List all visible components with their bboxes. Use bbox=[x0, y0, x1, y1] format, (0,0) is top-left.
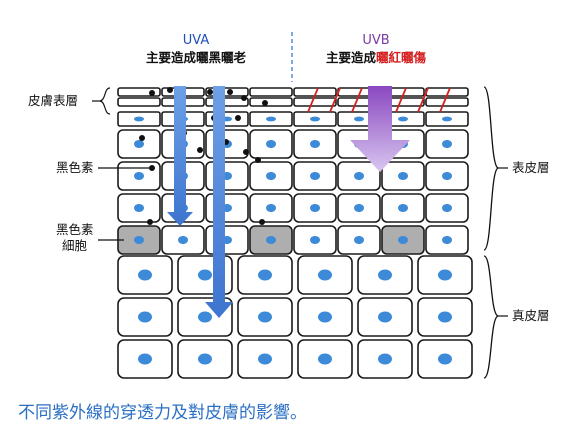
burn-mark bbox=[329, 87, 341, 113]
epidermis-nucleus bbox=[442, 172, 452, 180]
stratum-corneum-layer bbox=[117, 87, 469, 127]
epidermis-nucleus bbox=[310, 140, 320, 148]
epidermis-nucleus bbox=[310, 236, 320, 244]
melanin-granule bbox=[227, 89, 233, 95]
melanin-granule bbox=[197, 147, 203, 153]
epidermis-brace bbox=[483, 86, 500, 251]
epidermis-nucleus bbox=[134, 172, 144, 180]
epidermis-nucleus bbox=[398, 172, 408, 180]
epidermis-nucleus bbox=[398, 204, 408, 212]
figure-caption: 不同紫外線的穿透力及對皮膚的影響。 bbox=[18, 403, 307, 423]
dermis-nucleus bbox=[138, 311, 152, 323]
dermis-nucleus bbox=[258, 311, 272, 323]
melanin-granule bbox=[167, 87, 173, 93]
melanin-granule bbox=[147, 219, 153, 225]
dermis-nucleus bbox=[318, 311, 332, 323]
epidermis-nucleus bbox=[266, 236, 276, 244]
corneum-nucleus bbox=[398, 116, 408, 122]
corneum-cell bbox=[425, 97, 469, 107]
melanin-granule bbox=[259, 219, 265, 225]
uvb-title: UVB bbox=[362, 33, 389, 48]
dermis-nucleus bbox=[198, 353, 212, 365]
dermis-nucleus bbox=[378, 269, 392, 281]
dermis-nucleus bbox=[378, 353, 392, 365]
epidermis-nucleus bbox=[310, 172, 320, 180]
melanin-granule bbox=[139, 135, 145, 141]
epidermis-nucleus bbox=[310, 204, 320, 212]
dermis-nucleus bbox=[378, 311, 392, 323]
epidermis-nucleus bbox=[354, 172, 364, 180]
epidermis-nucleus bbox=[178, 236, 188, 244]
epidermis-nucleus bbox=[134, 140, 144, 148]
corneum-nucleus bbox=[310, 116, 320, 122]
corneum-nucleus bbox=[442, 116, 452, 122]
stratum-corneum-label: 皮膚表層 bbox=[28, 93, 78, 108]
melanin-granule bbox=[255, 157, 261, 163]
burn-mark bbox=[395, 87, 407, 113]
melanocyte-label-line2: 細胞 bbox=[62, 238, 88, 253]
corneum-cell bbox=[293, 97, 337, 107]
burn-mark bbox=[439, 87, 451, 113]
dermis-nucleus bbox=[138, 269, 152, 281]
uvb-description: 主要造成曬紅曬傷 bbox=[326, 50, 427, 65]
dermis-nucleus bbox=[318, 269, 332, 281]
melanocyte-label-line1: 黑色素 bbox=[56, 222, 94, 237]
dermis-nucleus bbox=[258, 353, 272, 365]
dermis-nucleus bbox=[438, 353, 452, 365]
dermis-nucleus bbox=[318, 353, 332, 365]
epidermis-nucleus bbox=[134, 204, 144, 212]
corneum-cell bbox=[117, 97, 161, 107]
corneum-nucleus bbox=[134, 116, 144, 122]
dermis-nucleus bbox=[198, 269, 212, 281]
melanin-granule bbox=[241, 95, 247, 101]
epidermis-nucleus bbox=[134, 236, 144, 244]
burn-mark bbox=[351, 87, 363, 113]
dermis-nucleus bbox=[138, 353, 152, 365]
uva-description: 主要造成曬黑曬老 bbox=[146, 50, 247, 65]
epidermis-nucleus bbox=[442, 236, 452, 244]
stratum-corneum-brace bbox=[99, 87, 111, 115]
uva-arrow-long bbox=[205, 86, 233, 318]
corneum-nucleus bbox=[354, 116, 364, 122]
burn-mark bbox=[417, 87, 429, 113]
uva-title: UVA bbox=[183, 33, 210, 48]
epidermis-nucleus bbox=[266, 172, 276, 180]
epidermis-nucleus bbox=[398, 236, 408, 244]
epidermis-nucleus bbox=[442, 140, 452, 148]
dermis-nucleus bbox=[438, 269, 452, 281]
corneum-nucleus bbox=[266, 116, 276, 122]
dermis-label: 真皮層 bbox=[512, 308, 550, 323]
dermis-brace bbox=[483, 255, 499, 379]
epidermis-nucleus bbox=[354, 236, 364, 244]
dermis-nucleus bbox=[258, 269, 272, 281]
melanin-granule bbox=[243, 149, 249, 155]
epidermis-nucleus bbox=[266, 140, 276, 148]
epidermis-nucleus bbox=[354, 204, 364, 212]
melanin-granule bbox=[149, 90, 155, 96]
dermis-nucleus bbox=[438, 311, 452, 323]
dermis-layer bbox=[117, 255, 473, 379]
uva-arrow-short bbox=[167, 86, 193, 226]
uvb-arrow bbox=[350, 86, 410, 172]
melanin-granule bbox=[262, 100, 268, 106]
epidermis-label: 表皮層 bbox=[512, 160, 550, 175]
melanin-granule bbox=[235, 115, 241, 121]
epidermis-nucleus bbox=[442, 204, 452, 212]
corneum-cell bbox=[249, 87, 293, 97]
uvb-description-prefix: 主要造成 bbox=[326, 50, 377, 65]
corneum-cell bbox=[249, 97, 293, 107]
burn-mark bbox=[307, 87, 319, 113]
melanin-granule bbox=[207, 89, 213, 95]
uvb-description-highlight: 曬紅曬傷 bbox=[376, 50, 427, 65]
epidermis-nucleus bbox=[266, 204, 276, 212]
melanin-label: 黑色素 bbox=[56, 160, 94, 175]
epidermis-layer bbox=[117, 129, 469, 255]
skin-diagram-svg: UVA 主要造成曬黑曬老 UVB 主要造成曬紅曬傷 皮膚表層 黑色素 黑色素 細… bbox=[28, 32, 550, 379]
dermis-nucleus bbox=[198, 311, 212, 323]
